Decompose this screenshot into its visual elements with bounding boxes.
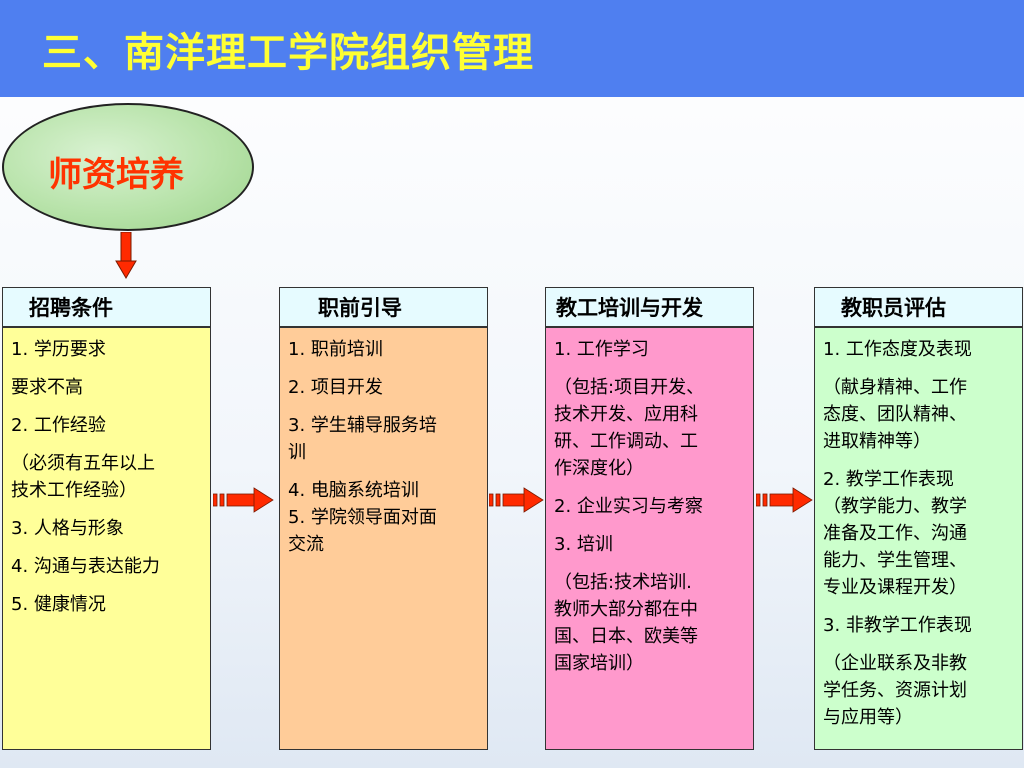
list-item: 作深度化） xyxy=(554,458,644,479)
list-item: 3. 培训 xyxy=(554,534,613,555)
list-item: 3. 学生辅导服务培 xyxy=(288,415,437,436)
list-item: 3. 非教学工作表现 xyxy=(823,615,972,636)
list-item: 训 xyxy=(288,442,306,463)
list-item: 国家培训） xyxy=(554,653,644,674)
list-item: 能力、学生管理、 xyxy=(823,550,967,571)
down-arrow-icon xyxy=(115,232,137,279)
list-item: 3. 人格与形象 xyxy=(11,518,124,539)
column-header-label: 教工培训与开发 xyxy=(556,296,703,320)
column-header-staff-evaluation: 教职员评估 xyxy=(814,287,1023,327)
list-item: 2. 教学工作表现 xyxy=(823,469,954,490)
list-item: 交流 xyxy=(288,534,324,555)
list-item: 进取精神等） xyxy=(823,431,931,452)
list-item: 1. 工作学习 xyxy=(554,339,649,360)
list-item: 教师大部分都在中 xyxy=(554,599,698,620)
list-item: 研、工作调动、工 xyxy=(554,431,698,452)
list-item: 2. 企业实习与考察 xyxy=(554,496,703,517)
list-item: 学任务、资源计划 xyxy=(823,680,967,701)
list-item: （企业联系及非教 xyxy=(823,653,967,674)
list-item: 态度、团队精神、 xyxy=(823,404,967,425)
list-item: 4. 沟通与表达能力 xyxy=(11,556,160,577)
column-header-label: 招聘条件 xyxy=(29,296,113,320)
list-item: 5. 学院领导面对面 xyxy=(288,507,437,528)
slide-header: 三、南洋理工学院组织管理 xyxy=(0,0,1024,97)
column-header-label: 职前引导 xyxy=(318,296,402,320)
list-item: 专业及课程开发） xyxy=(823,577,967,598)
list-item: 2. 项目开发 xyxy=(288,377,383,398)
list-item: （献身精神、工作 xyxy=(823,377,967,398)
teacher-training-oval: 师资培养 xyxy=(2,103,254,231)
right-arrow-icon xyxy=(756,487,813,513)
list-item: （教学能力、教学 xyxy=(823,496,967,517)
list-item: 国、日本、欧美等 xyxy=(554,626,698,647)
column-header-recruitment: 招聘条件 xyxy=(2,287,211,327)
list-item: 与应用等） xyxy=(823,707,913,728)
list-item: 4. 电脑系统培训 xyxy=(288,480,419,501)
list-item: （必须有五年以上 xyxy=(11,453,155,474)
list-item: 技术工作经验） xyxy=(11,480,137,501)
list-item: 1. 学历要求 xyxy=(11,339,106,360)
list-item: （包括:技术培训. xyxy=(554,572,692,593)
column-body-staff-training: 1. 工作学习 （包括:项目开发、 技术开发、应用科 研、工作调动、工 作深度化… xyxy=(545,327,754,750)
right-arrow-icon xyxy=(213,487,274,513)
column-body-recruitment: 1. 学历要求 要求不高 2. 工作经验 （必须有五年以上 技术工作经验） 3.… xyxy=(2,327,211,750)
column-header-label: 教职员评估 xyxy=(841,296,946,320)
list-item: 5. 健康情况 xyxy=(11,594,106,615)
oval-label: 师资培养 xyxy=(48,155,184,195)
list-item: 2. 工作经验 xyxy=(11,415,106,436)
list-item: 准备及工作、沟通 xyxy=(823,523,967,544)
slide-title: 三、南洋理工学院组织管理 xyxy=(42,30,534,76)
list-item: 技术开发、应用科 xyxy=(554,404,698,425)
column-body-staff-evaluation: 1. 工作态度及表现 （献身精神、工作 态度、团队精神、 进取精神等） 2. 教… xyxy=(814,327,1023,750)
list-item: 1. 工作态度及表现 xyxy=(823,339,972,360)
list-item: 要求不高 xyxy=(11,377,83,398)
right-arrow-icon xyxy=(489,487,544,513)
list-item: （包括:项目开发、 xyxy=(554,377,705,398)
column-header-orientation: 职前引导 xyxy=(279,287,488,327)
list-item: 1. 职前培训 xyxy=(288,339,383,360)
column-body-orientation: 1. 职前培训 2. 项目开发 3. 学生辅导服务培 训 4. 电脑系统培训 5… xyxy=(279,327,488,750)
column-header-staff-training: 教工培训与开发 xyxy=(545,287,754,327)
